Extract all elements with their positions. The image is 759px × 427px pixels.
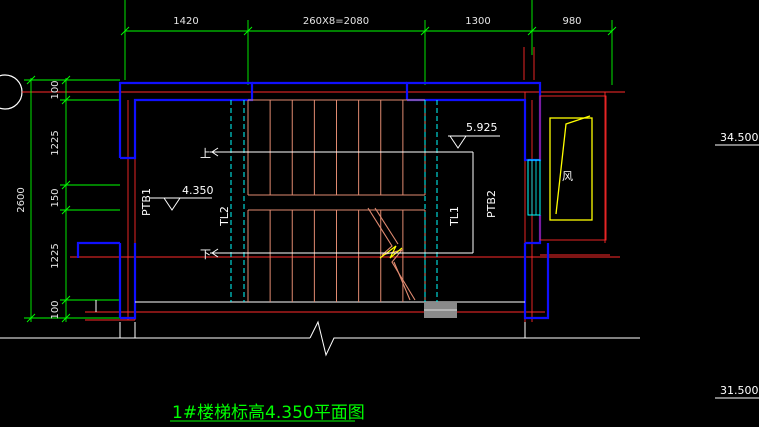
elevation-side-bottom: 31.500 [720, 384, 759, 397]
dim-top-2: 260X8=2080 [303, 16, 369, 27]
stair-up-label: 上 [200, 147, 211, 160]
slab-label-ptb1: PTB1 [140, 188, 153, 216]
dim-left-5: 100 [50, 300, 61, 319]
side-elevation-markers [715, 144, 759, 399]
walking-line [210, 147, 474, 258]
elevation-right: 5.925 [466, 121, 498, 134]
elevation-side-top: 34.500 [720, 131, 759, 144]
left-dimension-lines [24, 75, 120, 323]
fan-unit [549, 115, 593, 221]
fan-label: 风 [562, 170, 573, 183]
dim-left-total: 2600 [16, 187, 27, 212]
beam-label-tl2: TL2 [218, 206, 231, 227]
elevation-left: 4.350 [182, 184, 214, 197]
top-dimension-lines [120, 0, 617, 85]
beam-lines [230, 100, 438, 302]
slab-lines [0, 300, 640, 357]
window [527, 159, 541, 216]
stair-treads [247, 99, 426, 302]
elevation-marker-left [150, 197, 212, 211]
dim-top-1: 1420 [173, 16, 198, 27]
axis-lines [22, 47, 625, 322]
dim-left-3: 150 [50, 188, 61, 207]
stair-break-zigzag [379, 245, 403, 259]
slab-label-ptb2: PTB2 [485, 190, 498, 218]
axis-bubble-icon [0, 74, 23, 110]
dim-left-4: 1225 [50, 243, 61, 268]
stair-down-label: 下 [200, 248, 211, 261]
dim-top-3: 1300 [465, 16, 490, 27]
beam-label-tl1: TL1 [448, 206, 461, 227]
dim-top-4: 980 [562, 16, 581, 27]
dim-left-1: 100 [50, 80, 61, 99]
dim-left-2: 1225 [50, 130, 61, 155]
drawing-title: 1#楼梯标高4.350平面图 [172, 403, 365, 422]
elevation-marker-right [448, 135, 500, 149]
